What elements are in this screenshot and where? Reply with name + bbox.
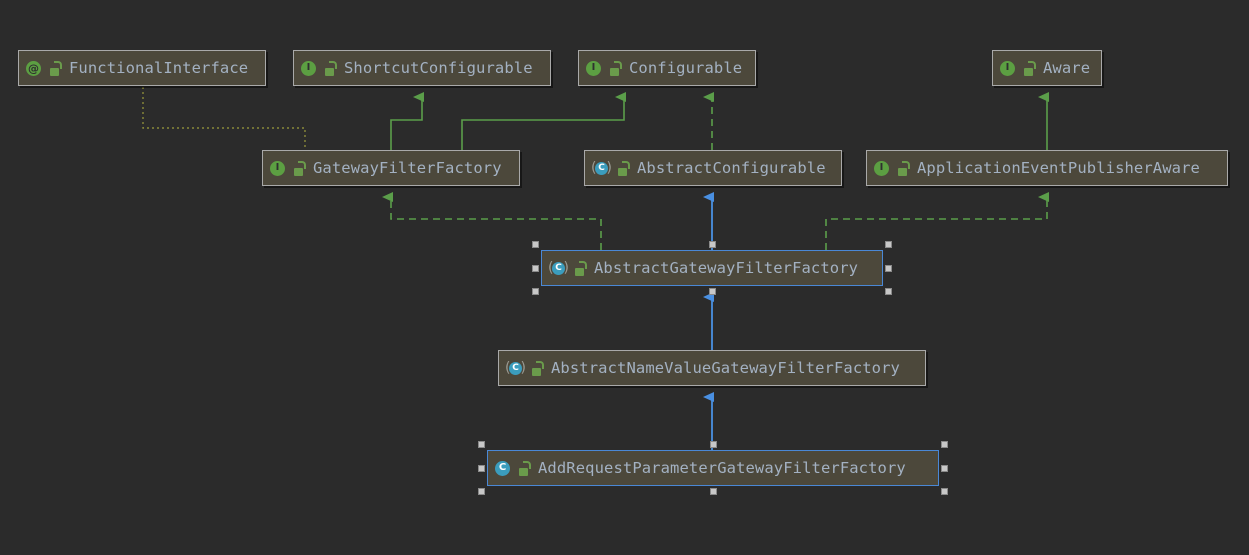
annotation-icon: @ [26, 60, 43, 77]
class-node-add-request-parameter-gateway-filter-factory[interactable]: C AddRequestParameterGatewayFilterFactory [487, 450, 939, 486]
edge-agff-implements-aepa [825, 192, 1049, 250]
selection-handle-ne[interactable] [941, 441, 948, 448]
edge-gff-implements-configurable [461, 92, 626, 150]
class-glyph: C [509, 361, 522, 375]
selection-handle-e[interactable] [941, 464, 948, 472]
unlocked-padlock-icon [293, 161, 306, 176]
class-glyph: C [552, 261, 565, 275]
kind-glyph: I [301, 60, 316, 76]
selection-handle-s[interactable] [708, 288, 716, 295]
kind-glyph: I [586, 60, 601, 76]
unlocked-padlock-icon [49, 61, 62, 76]
abstract-class-icon: (C) [505, 359, 526, 376]
interface-icon: I [301, 60, 318, 77]
edge-gff-implements-shortcut [390, 92, 424, 150]
selection-handle-se[interactable] [885, 288, 892, 295]
class-node-label: AddRequestParameterGatewayFilterFactory [538, 459, 906, 477]
class-node-abstract-configurable[interactable]: (C) AbstractConfigurable [584, 150, 842, 186]
class-node-configurable[interactable]: I Configurable [578, 50, 756, 86]
edge-agff-implements-gff [382, 192, 602, 250]
class-node-label: AbstractNameValueGatewayFilterFactory [551, 359, 900, 377]
selection-handle-e[interactable] [885, 264, 892, 272]
interface-icon: I [1000, 60, 1017, 77]
class-node-label: AbstractConfigurable [637, 159, 826, 177]
selection-handle-se[interactable] [941, 488, 948, 495]
unlocked-padlock-icon [897, 161, 910, 176]
selection-handle-w[interactable] [478, 464, 485, 472]
class-icon: C [495, 460, 512, 477]
class-node-label: Configurable [629, 59, 743, 77]
class-node-application-event-publisher-aware[interactable]: I ApplicationEventPublisherAware [866, 150, 1228, 186]
class-node-functional-interface[interactable]: @ FunctionalInterface [18, 50, 266, 86]
class-node-gateway-filter-factory[interactable]: I GatewayFilterFactory [262, 150, 520, 186]
selection-handle-nw[interactable] [532, 241, 539, 248]
class-node-abstract-gateway-filter-factory[interactable]: (C) AbstractGatewayFilterFactory [541, 250, 883, 286]
abstract-class-icon: (C) [548, 259, 569, 276]
kind-glyph: I [270, 160, 285, 176]
class-node-abstract-name-value-gateway-filter-factory[interactable]: (C) AbstractNameValueGatewayFilterFactory [498, 350, 926, 386]
unlocked-padlock-icon [518, 461, 531, 476]
selection-handle-s[interactable] [709, 488, 717, 495]
edge-functionalinterface-annotates-gff [142, 87, 306, 150]
class-node-label: GatewayFilterFactory [313, 159, 502, 177]
abstract-class-icon: (C) [591, 159, 612, 176]
class-node-label: FunctionalInterface [69, 59, 249, 77]
interface-icon: I [874, 160, 891, 177]
selection-handle-n[interactable] [709, 441, 717, 448]
class-node-shortcut-configurable[interactable]: I ShortcutConfigurable [293, 50, 551, 86]
class-node-label: Aware [1043, 59, 1091, 77]
class-node-aware[interactable]: I Aware [992, 50, 1102, 86]
selection-handle-n[interactable] [708, 241, 716, 248]
unlocked-padlock-icon [324, 61, 337, 76]
selection-handle-sw[interactable] [478, 488, 485, 495]
class-node-label: AbstractGatewayFilterFactory [594, 259, 859, 277]
kind-glyph: I [1000, 60, 1015, 76]
kind-glyph: I [874, 160, 889, 176]
selection-handle-ne[interactable] [885, 241, 892, 248]
class-node-label: ApplicationEventPublisherAware [917, 159, 1200, 177]
kind-glyph: @ [26, 60, 41, 76]
unlocked-padlock-icon [574, 261, 587, 276]
unlocked-padlock-icon [617, 161, 630, 176]
interface-icon: I [586, 60, 603, 77]
unlocked-padlock-icon [1023, 61, 1036, 76]
kind-glyph: C [495, 460, 510, 476]
class-glyph: C [595, 161, 608, 175]
selection-handle-nw[interactable] [478, 441, 485, 448]
unlocked-padlock-icon [609, 61, 622, 76]
selection-handle-w[interactable] [532, 264, 539, 272]
class-node-label: ShortcutConfigurable [344, 59, 533, 77]
interface-icon: I [270, 160, 287, 177]
selection-handle-sw[interactable] [532, 288, 539, 295]
unlocked-padlock-icon [531, 361, 544, 376]
